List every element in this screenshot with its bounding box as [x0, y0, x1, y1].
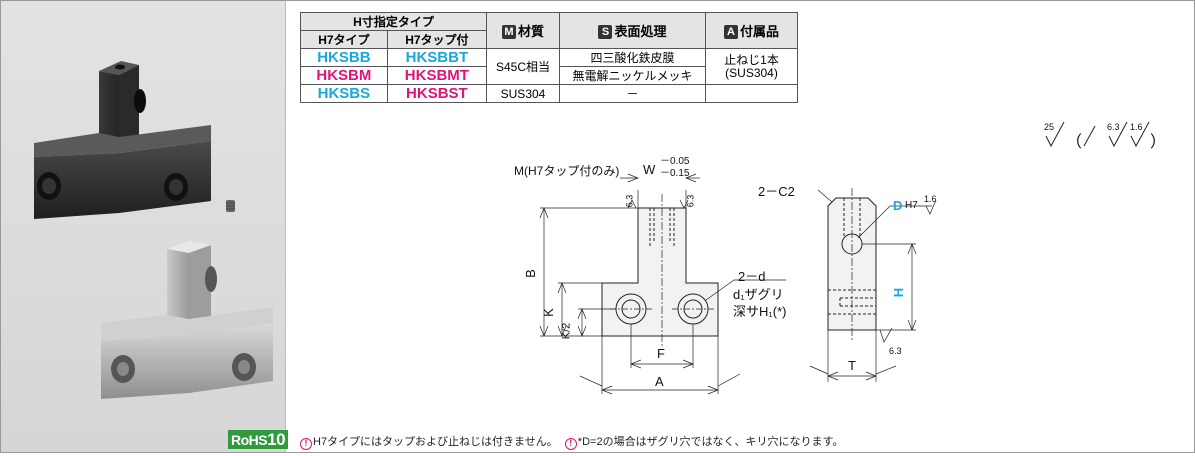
roughness-symbol: 25 （ 6.3 1.6 ） [1042, 120, 1192, 160]
footer-notes: !H7タイプにはタップおよび止ねじは付きません。 !*D=2の場合はザグリ穴では… [300, 433, 843, 450]
roughness-main: 25 [1044, 122, 1055, 132]
part-code: HKSBBT [386, 48, 488, 67]
roughness-open: （ [1066, 134, 1083, 151]
stainless-part-image [101, 241, 273, 399]
w-label: W [643, 162, 656, 177]
caution-icon: ! [564, 438, 577, 450]
front-view-drawing [539, 173, 786, 395]
material-icon: M [501, 25, 516, 39]
surface-icon: S [598, 25, 613, 39]
material-cell: S45C相当 [486, 48, 560, 85]
w-tol-upper: －0.05 [660, 156, 690, 167]
roughness-r1: 6.3 [1107, 122, 1120, 132]
accessory-icon: A [723, 25, 738, 39]
rohs-badge: RoHS10 [228, 430, 289, 449]
w-tol-lower: －0.15 [660, 168, 690, 179]
twod-label: 2－d [738, 269, 766, 284]
accessory-cell: 止ねじ1本(SUS304) [705, 48, 798, 85]
c2-label: 2－C2 [758, 184, 795, 199]
h-group-header: H寸指定タイプ [300, 12, 487, 31]
product-photo [34, 61, 273, 399]
table-row: HKSBS HKSBST SUS304 － [300, 84, 798, 103]
a-label: A [655, 374, 664, 389]
part-code: HKSBMT [386, 66, 488, 85]
accessory-cell [705, 84, 798, 103]
h7-tap-header: H7タップ付 [386, 30, 488, 49]
m-label: M(H7タップ付のみ) [514, 164, 620, 178]
part-code: HKSBST [386, 84, 488, 103]
k-label: K [540, 308, 556, 317]
part-code: HKSBM [300, 66, 388, 85]
black-part-image [34, 61, 211, 219]
d-label: D [893, 198, 903, 213]
b-label: B [522, 269, 538, 278]
table-row: HKSBB HKSBBT S45C相当 四三酸化鉄皮膜 止ねじ1本(SUS304… [300, 48, 798, 85]
roughness-63-right: 6.3 [685, 194, 696, 208]
d1-label: d₁ザグリ [733, 287, 784, 302]
h-label: H [891, 287, 907, 298]
caution-icon: ! [300, 438, 312, 450]
roughness-close: ） [1150, 134, 1167, 151]
h7-label: H7 [905, 200, 918, 211]
t-label: T [848, 358, 856, 373]
table-row: HKSBM HKSBMT 無電解ニッケルメッキ [300, 66, 798, 85]
h7-header: H7タイプ [300, 30, 388, 49]
product-photo-panel: RoHS10 [1, 1, 289, 452]
part-code: HKSBB [300, 48, 388, 67]
depth-label: 深サH₁(*) [733, 304, 787, 319]
surface-cell: 無電解ニッケルメッキ [559, 66, 706, 85]
surface-cell: 四三酸化鉄皮膜 [559, 48, 706, 67]
k2-label: K/2 [560, 322, 573, 340]
set-screw-image [226, 200, 235, 212]
note-1: H7タイプにはタップおよび止ねじは付きません。 [313, 436, 558, 448]
roughness-16: 1.6 [924, 194, 937, 204]
roughness-r2: 1.6 [1130, 122, 1143, 132]
material-cell: SUS304 [486, 84, 560, 103]
f-label: F [657, 346, 665, 361]
side-view-drawing [809, 188, 937, 382]
roughness-63-left: 6.3 [624, 194, 635, 208]
roughness-63-side: 6.3 [889, 346, 902, 356]
part-code: HKSBS [300, 84, 388, 103]
surface-cell: － [559, 84, 706, 103]
note-2: *D=2の場合はザグリ穴ではなく、キリ穴になります。 [577, 436, 844, 448]
